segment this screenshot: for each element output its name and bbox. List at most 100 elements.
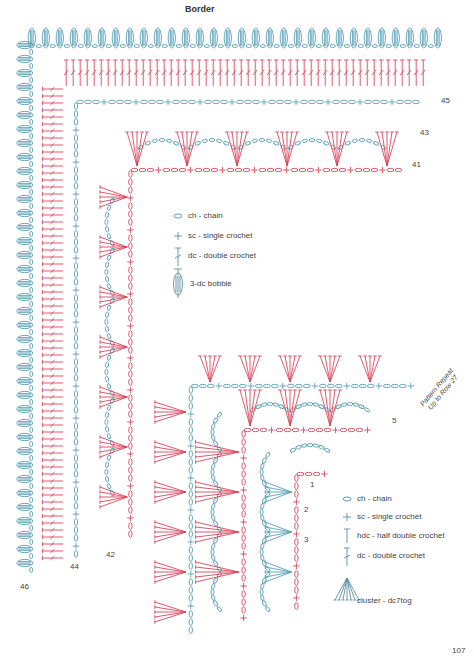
stitch-line (239, 60, 243, 61)
stitch-line (100, 197, 127, 202)
stitch-line (100, 200, 101, 204)
chain-symbol (107, 455, 112, 461)
chain-symbol (17, 545, 33, 552)
stitch-line (387, 132, 392, 166)
stitch-line (148, 60, 152, 61)
stitch-line (50, 395, 54, 399)
chain-symbol (420, 28, 427, 48)
chain-symbol (213, 497, 218, 503)
chain-symbol (333, 100, 340, 103)
stitch-line (265, 485, 266, 489)
stitch-line (232, 132, 237, 166)
stitch-line (104, 99, 105, 105)
chain-symbol (213, 560, 218, 566)
stitch-line (196, 572, 239, 582)
stitch-line (42, 325, 43, 329)
row-number: 46 (20, 582, 29, 591)
stitch-line (280, 390, 290, 426)
chain-symbol (255, 404, 261, 409)
stitch-line (410, 383, 411, 389)
stitch-line (42, 402, 43, 406)
chain-symbol (302, 139, 308, 143)
stitch-line (407, 60, 411, 61)
stitch-line (382, 167, 383, 173)
chain-symbol (262, 600, 267, 606)
chain-symbol (17, 125, 33, 132)
stitch-line (76, 223, 77, 229)
stitch-line (174, 269, 182, 270)
stitch-line (154, 540, 155, 544)
chain-symbol (129, 411, 132, 418)
chain-symbol (373, 141, 379, 146)
chain-symbol (352, 139, 358, 143)
chain-symbol (319, 384, 326, 387)
chain-symbol (242, 447, 245, 454)
stitch-line (18, 281, 31, 282)
chain-symbol (189, 427, 192, 434)
stitch-line (199, 30, 200, 46)
stitch-line (100, 392, 127, 397)
stitch-line (358, 356, 362, 357)
chain-symbol (213, 100, 220, 103)
chain-symbol (129, 507, 132, 514)
stitch-line (18, 43, 31, 44)
legend-entry: sc - single crochet (357, 512, 421, 521)
stitch-line (100, 290, 101, 294)
stitch-line (343, 578, 347, 600)
stitch-line (42, 367, 43, 371)
stitch-line (50, 269, 54, 273)
stitch-line (162, 60, 166, 61)
stitch-line (50, 339, 54, 343)
chain-symbol (129, 363, 132, 370)
stitch-line (18, 409, 31, 410)
stitch-line (100, 240, 101, 244)
stitch-line (76, 511, 77, 517)
stitch-line (285, 356, 290, 382)
stitch-line (58, 30, 59, 46)
chain-symbol (189, 587, 192, 594)
chain-symbol (74, 391, 77, 398)
stitch-line (215, 30, 216, 46)
chain-symbol (211, 543, 215, 549)
chain-symbol (345, 141, 351, 146)
stitch-line (175, 248, 181, 249)
stitch-line (18, 435, 31, 436)
chain-symbol (36, 45, 41, 48)
stitch-line (344, 548, 350, 549)
chain-symbol (129, 211, 132, 218)
stitch-line (18, 410, 31, 411)
stitch-line (330, 390, 335, 426)
stitch-line (324, 30, 325, 46)
chain-symbol (17, 419, 33, 426)
stitch-line (323, 390, 327, 391)
stitch-line (18, 127, 31, 128)
stitch-line (18, 214, 31, 215)
stitch-line (355, 30, 356, 46)
chain-symbol (358, 45, 363, 48)
stitch-line (100, 390, 101, 394)
stitch-line (140, 132, 144, 133)
chain-symbol (242, 567, 245, 574)
stitch-line (50, 458, 54, 462)
stitch-line (42, 150, 43, 154)
stitch-line (18, 521, 31, 522)
chain-symbol (74, 519, 77, 526)
stitch-line (347, 578, 355, 600)
chain-symbol (163, 168, 170, 171)
stitch-line (18, 382, 31, 383)
stitch-line (18, 183, 31, 184)
chain-symbol (383, 384, 390, 387)
chain-symbol (349, 100, 356, 103)
stitch-line (243, 519, 244, 525)
chain-symbol (253, 100, 260, 103)
chain-symbol (242, 511, 245, 518)
chain-symbol (189, 435, 192, 442)
stitch-line (137, 132, 142, 166)
stitch-line (18, 438, 31, 439)
chain-symbol (129, 435, 132, 442)
stitch-line (42, 465, 43, 469)
chain-symbol (242, 535, 245, 542)
stitch-line (18, 421, 31, 422)
stitch-line (18, 493, 31, 494)
stitch-line (257, 30, 258, 46)
